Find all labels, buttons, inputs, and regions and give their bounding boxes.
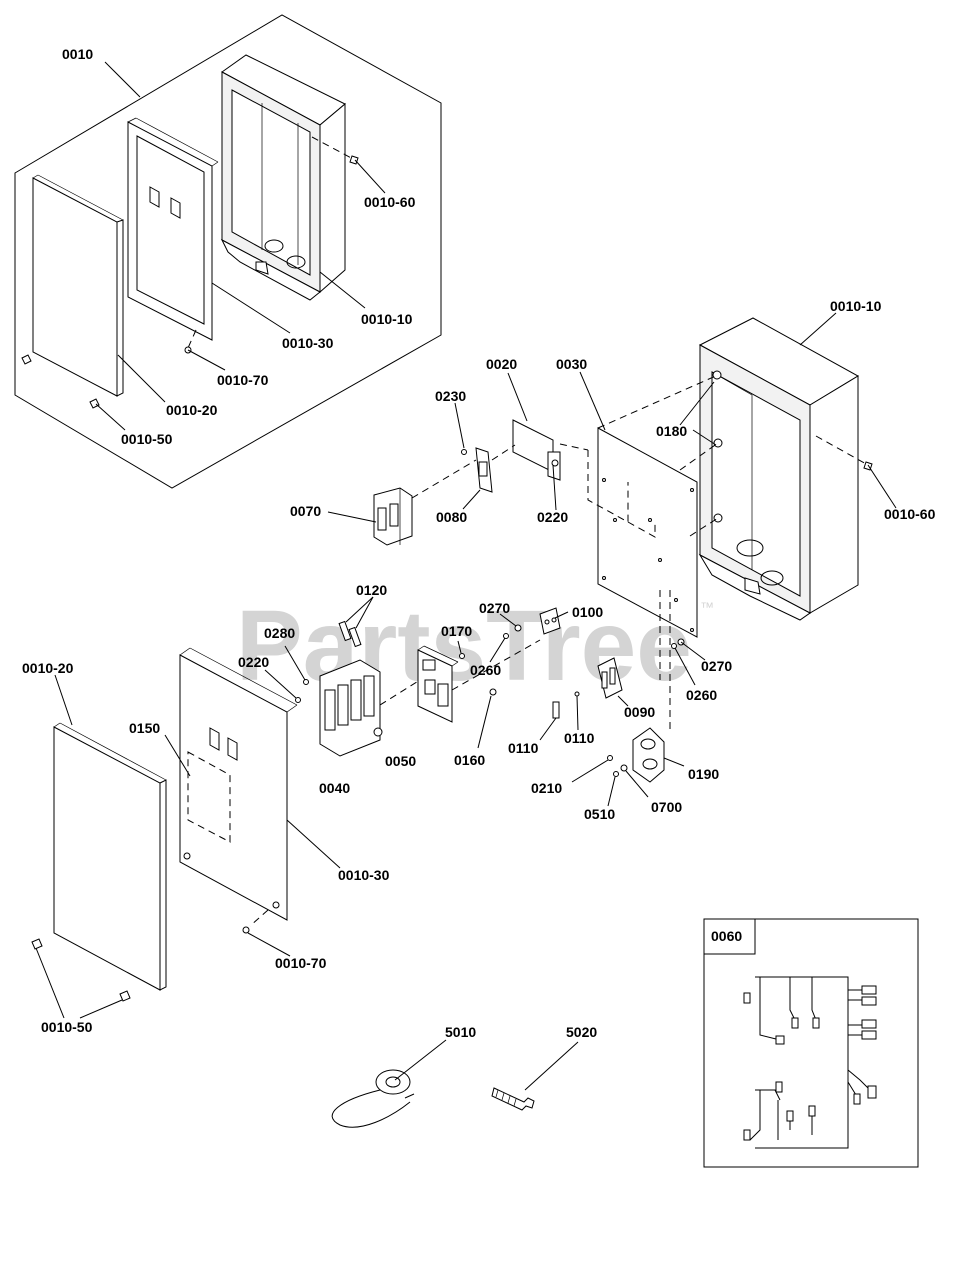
terminal-block-0100 (489, 607, 569, 663)
enclosure-large (698, 312, 897, 621)
label-0010: 0010 (62, 46, 93, 62)
label-0150: 0150 (129, 720, 160, 736)
bolt-5020 (491, 1041, 579, 1111)
panel-0150 (164, 647, 341, 957)
door-large (31, 674, 167, 1019)
label-0010-10-a: 0010-10 (361, 311, 413, 327)
fuses-0110 (539, 691, 580, 741)
label-0010-30-b: 0010-30 (338, 867, 390, 883)
latch-0010-50-a2 (89, 398, 100, 409)
label-0180: 0180 (656, 423, 687, 439)
label-0040: 0040 (319, 780, 350, 796)
label-0230: 0230 (435, 388, 466, 404)
label-0270-a: 0270 (479, 600, 510, 616)
label-0110-a: 0110 (508, 740, 539, 756)
label-0260-b: 0260 (686, 687, 717, 703)
receptacle-0190 (571, 727, 685, 807)
control-board-0050 (417, 639, 541, 749)
label-0010-20-a: 0010-20 (166, 402, 218, 418)
label-0210: 0210 (531, 780, 562, 796)
label-0170: 0170 (441, 623, 472, 639)
label-0010-70-a: 0010-70 (217, 372, 269, 388)
label-0220-b: 0220 (238, 654, 269, 670)
watermark-trademark: ™ (700, 599, 714, 615)
contactor-0040 (264, 645, 421, 757)
label-0010-30-a: 0010-30 (282, 335, 334, 351)
label-5020: 5020 (566, 1024, 597, 1040)
watermark-text: PartsTree (236, 590, 692, 702)
label-0010-50-b: 0010-50 (41, 1019, 93, 1035)
label-0270-b: 0270 (701, 658, 732, 674)
label-0010-10-b: 0010-10 (830, 298, 882, 314)
enclosure-small (220, 54, 359, 301)
screw-0010-60-a (349, 155, 359, 165)
bracket-0080 (454, 402, 516, 510)
sensor-5010 (331, 1039, 447, 1128)
label-0100: 0100 (572, 604, 603, 620)
fuses-0120 (338, 596, 374, 648)
label-5010: 5010 (445, 1024, 476, 1040)
cover-small (127, 117, 219, 354)
label-0090: 0090 (624, 704, 655, 720)
board-0020 (507, 372, 589, 511)
assembly-0010-outline (14, 14, 442, 489)
door-small (21, 174, 124, 409)
inset-frame (703, 918, 919, 1168)
label-0190: 0190 (688, 766, 719, 782)
label-0160: 0160 (454, 752, 485, 768)
hardware-0260-0270 (671, 638, 706, 686)
label-0120: 0120 (356, 582, 387, 598)
label-0510: 0510 (584, 806, 615, 822)
label-0010-50-a: 0010-50 (121, 431, 173, 447)
label-0020: 0020 (486, 356, 517, 372)
inset-label: 0060 (711, 928, 742, 944)
label-0010-20-b: 0010-20 (22, 660, 74, 676)
terminal-block-0090 (597, 657, 629, 707)
label-0080: 0080 (436, 509, 467, 525)
label-0280: 0280 (264, 625, 295, 641)
latch-0010-50-b2 (119, 990, 131, 1002)
label-0700: 0700 (651, 799, 682, 815)
label-0260-a: 0260 (470, 662, 501, 678)
label-0010-60-b: 0010-60 (884, 506, 936, 522)
label-0050: 0050 (385, 753, 416, 769)
latch-0010-50-a1 (21, 354, 32, 365)
label-0030: 0030 (556, 356, 587, 372)
assembly-0010-group (14, 14, 442, 489)
label-0110-b: 0110 (564, 730, 595, 746)
label-0010-60-a: 0010-60 (364, 194, 416, 210)
inset-0060: 0060 (703, 918, 919, 1168)
label-0220-a: 0220 (537, 509, 568, 525)
breaker-0070 (327, 459, 477, 546)
label-0070: 0070 (290, 503, 321, 519)
latch-0010-50-b1 (31, 938, 43, 950)
callout-labels: 0010 0010-60 0010-10 0010-30 0010-70 001… (22, 46, 936, 1040)
back-panel-0030 (579, 371, 719, 730)
label-0010-70-b: 0010-70 (275, 955, 327, 971)
